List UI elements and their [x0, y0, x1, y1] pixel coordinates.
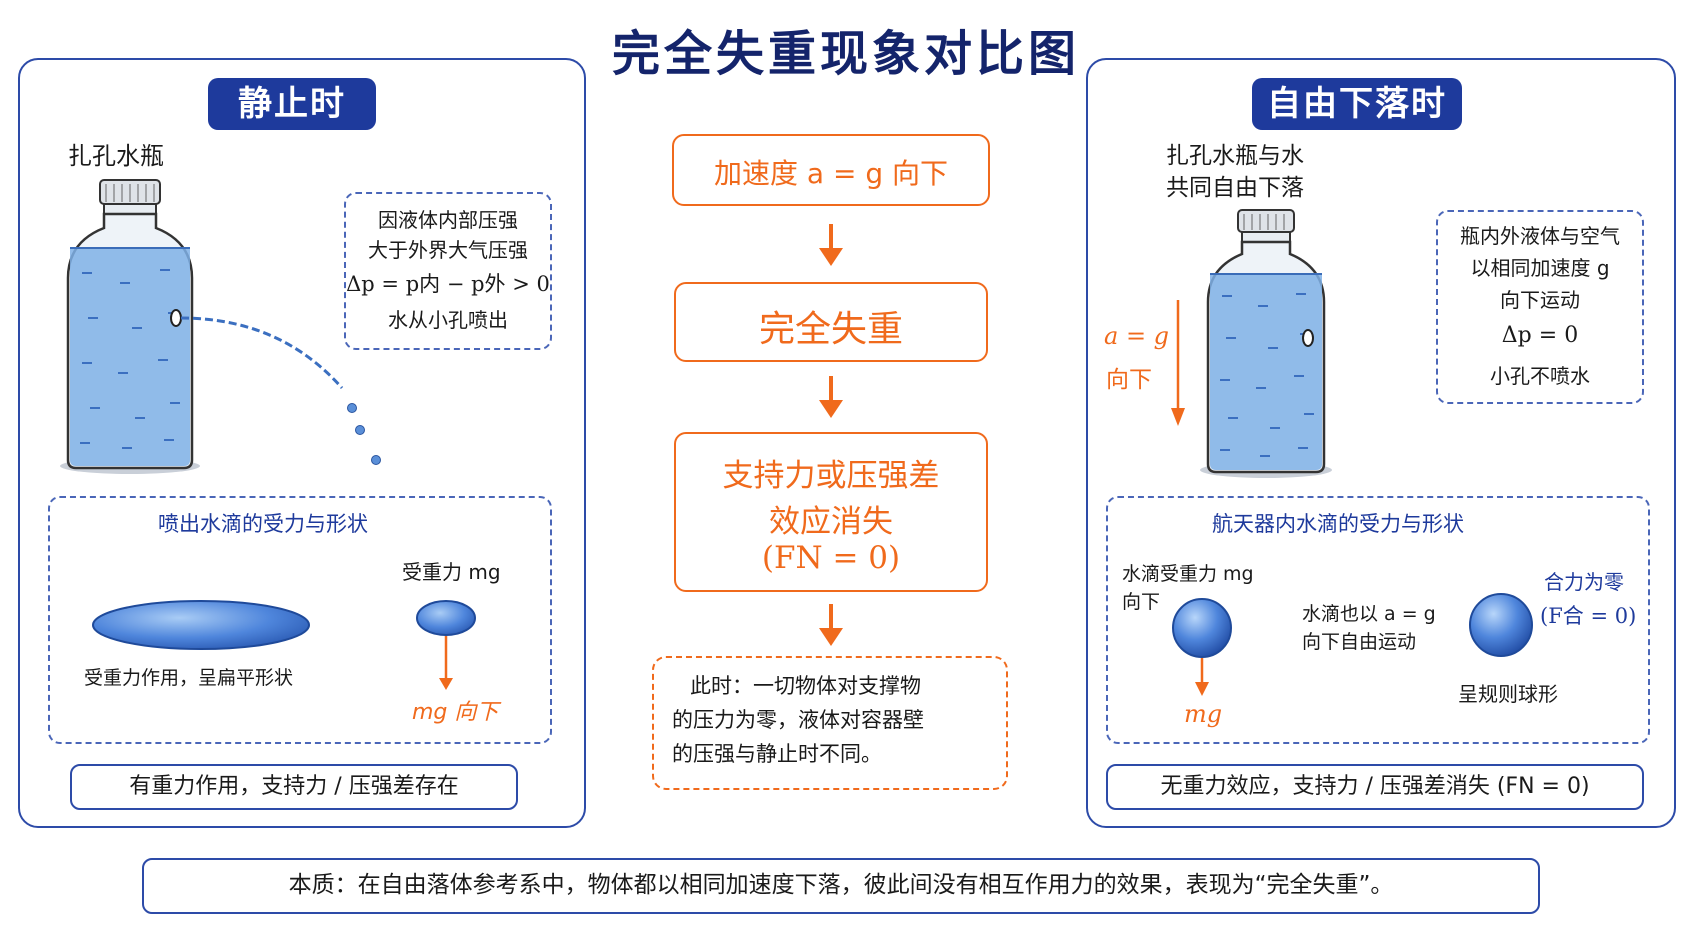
right-info-line-1: 瓶内外液体与空气 [1460, 224, 1620, 248]
arrow-down-2 [819, 376, 843, 418]
punctured-bottle-falling [1200, 209, 1332, 478]
flat-droplet-label: 受重力作用，呈扁平形状 [84, 667, 294, 689]
sphere-droplet-free [1469, 593, 1533, 657]
right-bottle-label-2: 共同自由下落 [1166, 175, 1304, 201]
page-title: 完全失重现象对比图 [611, 26, 1080, 82]
punctured-bottle-static [60, 179, 381, 474]
effect-line-3: (FN = 0) [761, 540, 901, 576]
right-mg-label: mg [1184, 700, 1223, 728]
accel-box [672, 134, 990, 206]
left-force-label: mg 向下 [412, 700, 499, 725]
right-info-line-5: 小孔不喷水 [1490, 364, 1590, 388]
weightless-text: 完全失重 [758, 309, 903, 350]
right-gravity-1: 水滴受重力 mg [1122, 563, 1254, 585]
arrow-down-3 [819, 604, 843, 646]
left-info-box [344, 192, 552, 350]
note-box [652, 656, 1008, 790]
arrow-down-1 [819, 224, 843, 266]
left-info-line-2: 大于外界大气压强 [368, 238, 528, 262]
weightless-box [674, 282, 988, 362]
right-bottle-label-1: 扎孔水瓶与水 [1166, 143, 1304, 169]
essence-text: 本质：在自由落体参考系中，物体都以相同加速度下落，彼此间没有相互作用力的效果，表… [288, 872, 1394, 898]
right-drop-box [1106, 496, 1650, 744]
left-info-line-4: 水从小孔喷出 [388, 308, 508, 332]
note-line-3: 的压强与静止时不同。 [672, 742, 882, 766]
accel-text: 加速度 a = g 向下 [714, 157, 948, 190]
left-header: 静止时 [208, 78, 376, 130]
note-line-1: 此时：一切物体对支撑物 [690, 674, 921, 698]
note-line-2: 的压力为零，液体对容器壁 [672, 708, 924, 732]
falling-arrow [1171, 300, 1185, 426]
right-info-box [1436, 210, 1644, 404]
accel-label-right: a = g [1104, 322, 1170, 350]
left-drop-box [48, 496, 552, 744]
left-info-line-3: Δp = p内 − p外 > 0 [346, 272, 550, 296]
right-free-1: 水滴也以 a = g [1302, 603, 1436, 625]
left-bottle-label: 扎孔水瓶 [68, 142, 164, 170]
flat-droplet [92, 600, 310, 650]
right-info-line-4: Δp = 0 [1501, 323, 1579, 348]
sphere-droplet-with-arrow [1172, 598, 1232, 696]
net-force-2: (F合 = 0) [1540, 604, 1637, 628]
left-gravity-label: 受重力 mg [402, 560, 501, 584]
net-force-1: 合力为零 [1544, 570, 1624, 594]
effect-box [674, 432, 988, 592]
essence-box [142, 858, 1540, 914]
right-gravity-2: 向下 [1122, 591, 1161, 613]
accel-label-right-dir: 向下 [1106, 367, 1152, 393]
effect-line-2: 效应消失 [769, 504, 893, 540]
left-footer: 有重力作用，支持力 / 压强差存在 [129, 774, 459, 799]
right-drop-title: 航天器内水滴的受力与形状 [1212, 512, 1464, 536]
right-free-2: 向下自由运动 [1302, 631, 1417, 653]
right-header: 自由下落时 [1252, 78, 1462, 130]
right-info-line-2: 以相同加速度 g [1470, 256, 1610, 280]
small-droplet-with-arrow [416, 600, 476, 690]
effect-line-1: 支持力或压强差 [722, 458, 940, 494]
right-info-line-3: 向下运动 [1500, 288, 1580, 312]
left-footer-box [70, 764, 518, 810]
sphere-label: 呈规则球形 [1458, 682, 1558, 706]
right-panel [1086, 58, 1676, 828]
left-info-line-1: 因液体内部压强 [378, 208, 518, 232]
right-footer: 无重力效应，支持力 / 压强差消失 (FN = 0) [1160, 774, 1590, 799]
right-footer-box [1106, 764, 1644, 810]
left-drop-title: 喷出水滴的受力与形状 [158, 512, 368, 536]
